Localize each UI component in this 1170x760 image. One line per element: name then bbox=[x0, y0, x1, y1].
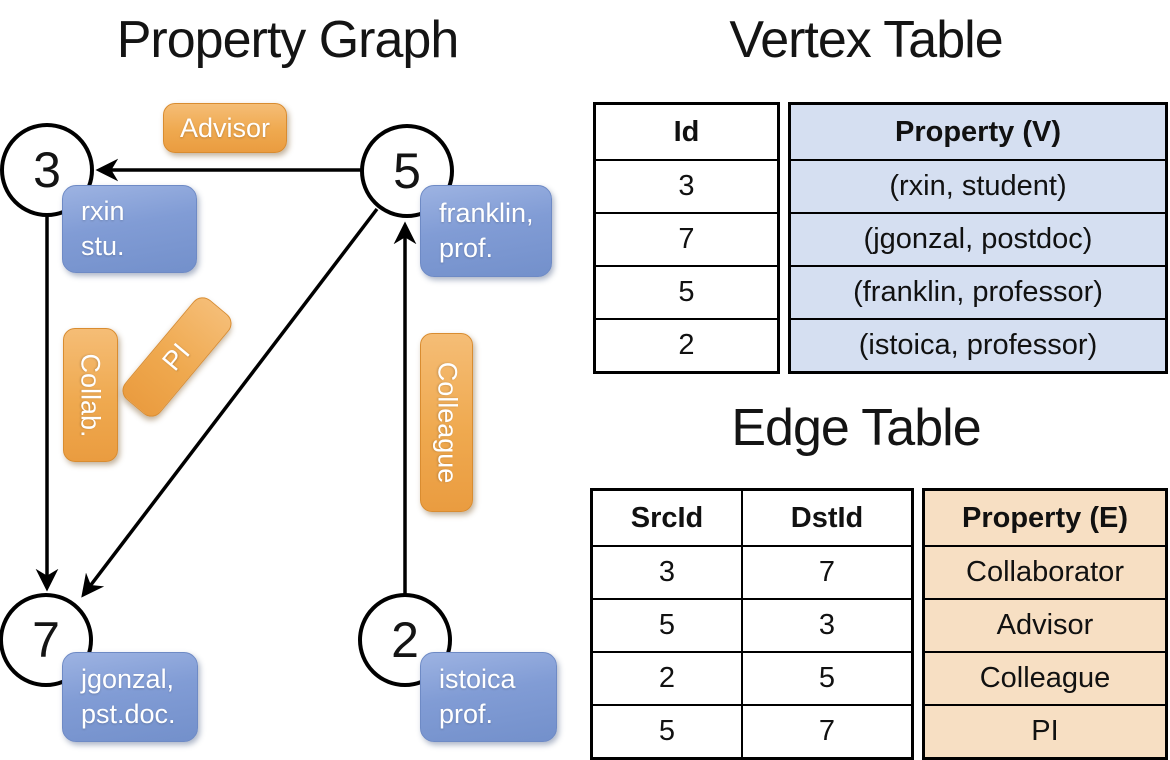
colleague-label-text: Colleague bbox=[432, 361, 462, 484]
edge-row-src: 5 bbox=[658, 609, 676, 641]
edge-table-property-column: Property (E) Collaborator Advisor Collea… bbox=[922, 488, 1168, 760]
node-5-property-label: franklin, prof. bbox=[420, 185, 552, 277]
edge-row-property: PI bbox=[925, 704, 1165, 757]
edge-row-property: Colleague bbox=[925, 651, 1165, 704]
node-2-id: 2 bbox=[391, 612, 419, 668]
node-5-role: prof. bbox=[439, 233, 494, 263]
edge-row-property: Collaborator bbox=[925, 545, 1165, 598]
edge-row-property: Advisor bbox=[925, 598, 1165, 651]
property-graph-title: Property Graph bbox=[116, 11, 460, 69]
node-2-name: istoica bbox=[439, 664, 516, 694]
edge-label-advisor: Advisor bbox=[163, 103, 287, 153]
vertex-row-property: (rxin, student) bbox=[791, 159, 1165, 212]
vertex-table-id-column: Id 3 7 5 2 bbox=[593, 102, 780, 374]
edge-row-dst: 5 bbox=[741, 653, 911, 704]
vertex-id-header: Id bbox=[673, 115, 700, 148]
node-7-role: pst.doc. bbox=[81, 699, 176, 729]
node-5-id: 5 bbox=[393, 143, 421, 199]
graph-node-2: 2 bbox=[358, 593, 452, 687]
edge-row-dst: 3 bbox=[741, 600, 911, 651]
node-2-property-label: istoica prof. bbox=[420, 652, 557, 742]
edge-label-colleague: Colleague bbox=[420, 333, 473, 512]
vertex-property-header: Property (V) bbox=[895, 115, 1061, 148]
node-3-id: 3 bbox=[33, 142, 61, 198]
node-7-name: jgonzal, bbox=[81, 664, 175, 694]
vertex-row-property: (istoica, professor) bbox=[791, 318, 1165, 371]
node-7-property-label: jgonzal, pst.doc. bbox=[62, 652, 198, 742]
vertex-row-id: 2 bbox=[596, 318, 777, 371]
edge-table-id-columns: SrcId DstId 3 7 5 3 2 5 5 7 bbox=[590, 488, 914, 760]
vertex-row-property: (jgonzal, postdoc) bbox=[791, 212, 1165, 265]
edge-label-collab: Collab. bbox=[63, 328, 118, 462]
edge-row-src: 5 bbox=[658, 715, 676, 747]
node-2-role: prof. bbox=[439, 699, 494, 729]
node-3-name: rxin bbox=[81, 196, 125, 226]
vertex-table-title: Vertex Table bbox=[729, 11, 1003, 69]
edge-row-dst: 7 bbox=[741, 547, 911, 598]
edge-row-dst: 7 bbox=[741, 706, 911, 757]
graph-edges bbox=[35, 158, 417, 598]
advisor-label-text: Advisor bbox=[179, 112, 271, 143]
collab-label-text: Collab. bbox=[76, 352, 107, 438]
edge-row-src: 2 bbox=[658, 662, 676, 694]
edge-table-title: Edge Table bbox=[731, 399, 981, 457]
edge-5-to-7 bbox=[81, 207, 379, 598]
node-7-id: 7 bbox=[32, 612, 60, 668]
edge-row-src: 3 bbox=[658, 556, 676, 588]
node-3-role: stu. bbox=[81, 231, 125, 261]
pi-label-text: PI bbox=[156, 337, 197, 377]
vertex-table-property-column: Property (V) (rxin, student) (jgonzal, p… bbox=[788, 102, 1168, 374]
vertex-table: Id 3 7 5 2 Property (V) (rxin, student) … bbox=[593, 102, 1168, 374]
edge-table: SrcId DstId 3 7 5 3 2 5 5 7 Property (E)… bbox=[590, 488, 1168, 760]
vertex-row-id: 7 bbox=[596, 212, 777, 265]
node-3-property-label: rxin stu. bbox=[62, 185, 197, 273]
vertex-row-id: 5 bbox=[596, 265, 777, 318]
edge-srcid-header: SrcId bbox=[630, 501, 704, 534]
edge-dstid-header: DstId bbox=[741, 491, 911, 545]
vertex-row-property: (franklin, professor) bbox=[791, 265, 1165, 318]
node-5-name: franklin, bbox=[439, 198, 534, 228]
graph-node-5: 5 bbox=[360, 124, 454, 218]
edge-property-header: Property (E) bbox=[962, 501, 1128, 534]
vertex-row-id: 3 bbox=[596, 159, 777, 212]
